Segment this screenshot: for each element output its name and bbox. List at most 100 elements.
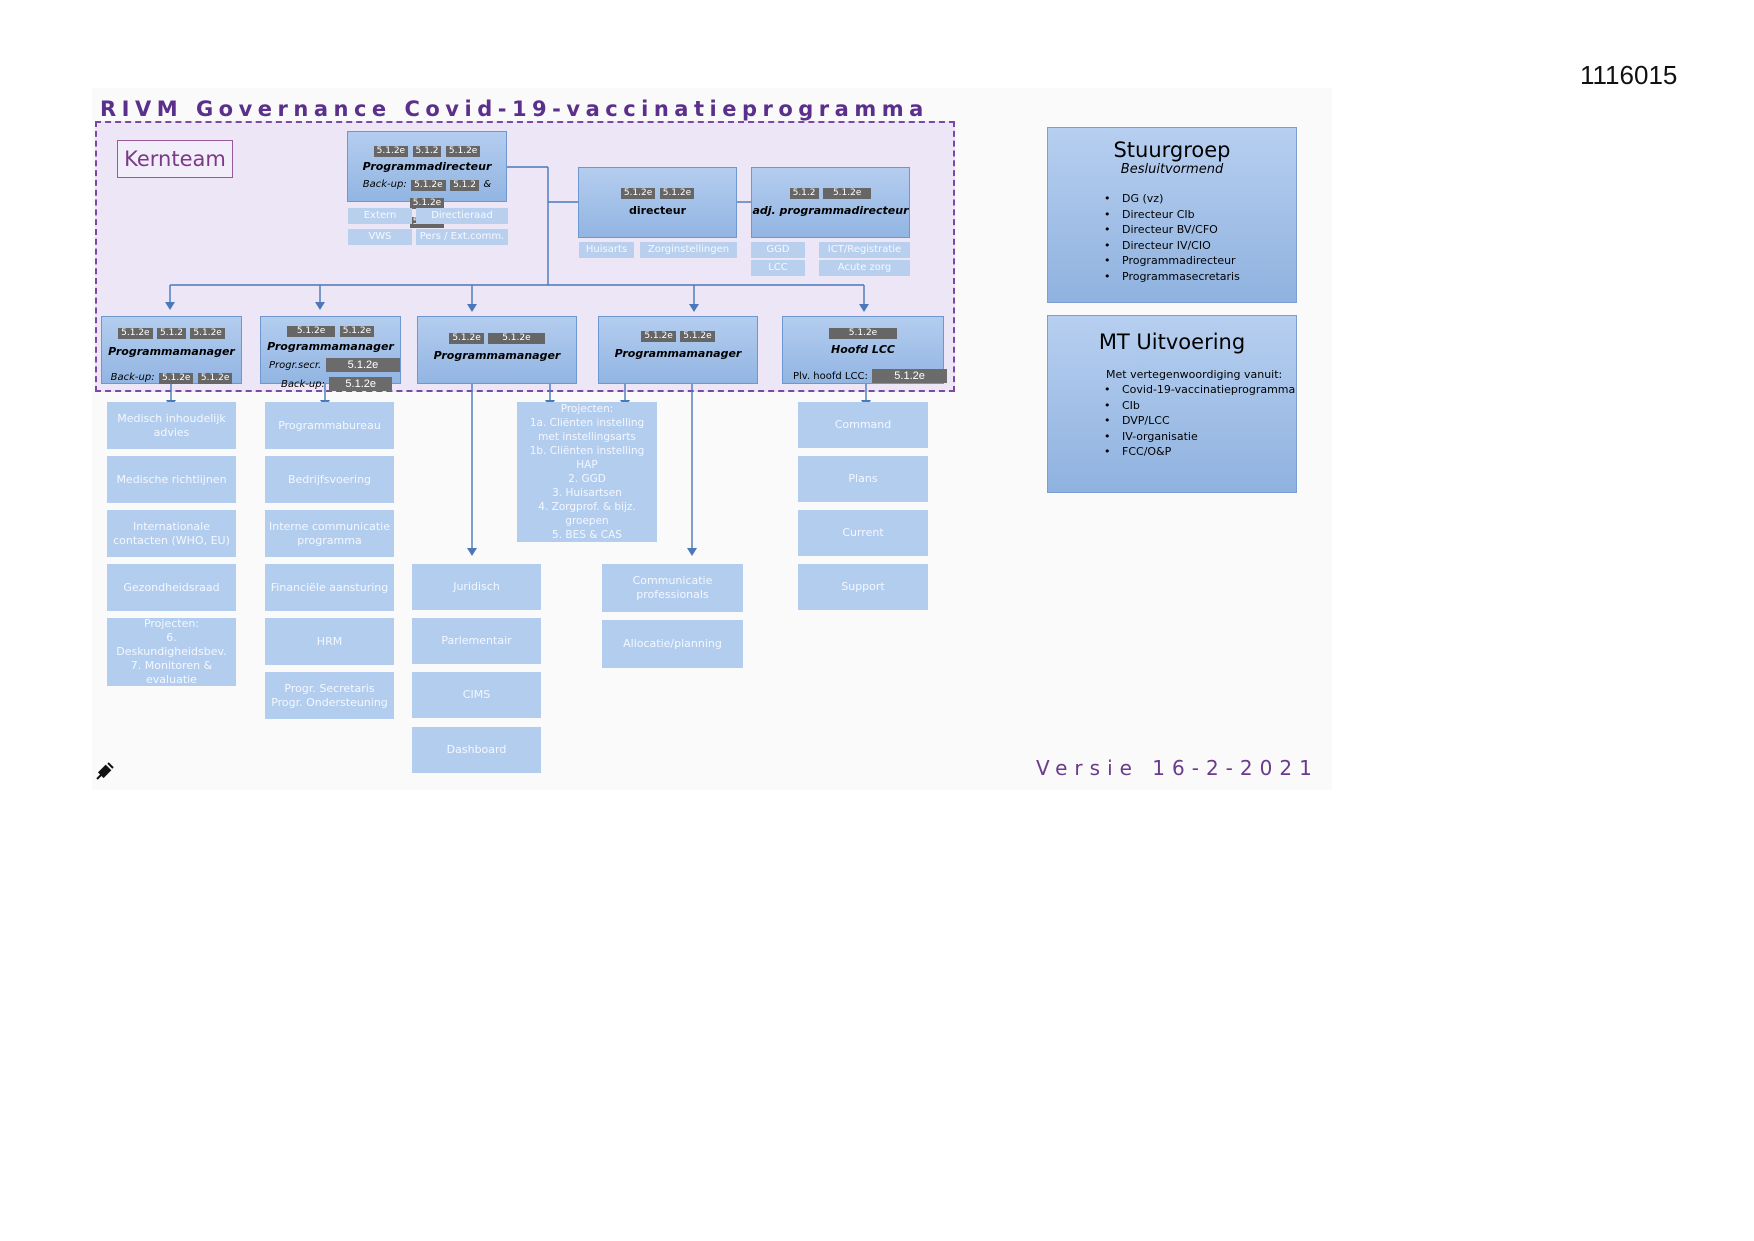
list-item: Covid-19-vaccinatieprogramma [1104,382,1296,398]
programmadirecteur-box: 5.1.2e 5.1.2 5.1.2e Programmadirecteur B… [347,131,507,228]
backup-label: Back-up: [362,179,407,190]
programmamanager-role: Programmamanager [614,347,742,360]
redaction-label: 5.1.2e [159,373,194,384]
list-item: Directeur IV/CIO [1104,238,1296,254]
programmamanager-box-4: 5.1.2e 5.1.2e Programmamanager [598,316,758,384]
redaction-label: 5.1.2e [872,369,947,383]
arrow-head [859,304,869,312]
programmamanager-role: Programmamanager [108,345,235,358]
backup-label: Back-up: [281,379,325,390]
subunit-medisch-inhoudelijk-advies: Medisch inhoudelijk advies [107,402,236,449]
chip-pers-ext-comm: Pers / Ext.comm. [416,229,508,245]
chip-acute-zorg: Acute zorg [819,260,910,276]
list-item: Programmadirecteur [1104,253,1296,269]
subunit-bedrijfsvoering: Bedrijfsvoering [265,456,394,503]
document-number: 1116015 [1580,60,1678,90]
plv-hoofd-label: Plv. hoofd LCC: [793,371,868,382]
list-item: DVP/LCC [1104,413,1296,429]
kernteam-label: Kernteam [117,140,233,178]
arrow-head [467,304,477,312]
redaction-label: 5.1.2 [450,180,479,191]
stuurgroep-subtitle: Besluitvormend [1120,162,1224,177]
redaction-label: 5.1.2e [411,180,446,191]
subunit-cims: CIMS [412,672,541,718]
subunit-interne-communicatie: Interne communicatie programma [265,510,394,557]
adj-programmadirecteur-box: 5.1.2 5.1.2e adj. programmadirecteur [751,167,910,238]
secretary-label: Progr.secr. [269,360,322,371]
subunit-juridisch: Juridisch [412,564,541,610]
chip-vws: VWS [348,229,412,245]
arrow-head [165,302,175,310]
chip-directieraad: Directieraad [416,208,508,224]
chip-zorginstellingen: Zorginstellingen [640,242,737,258]
stuurgroep-title: Stuurgroep [1113,138,1231,162]
redaction-label: 5.1.2e [680,331,715,342]
chip-huisarts: Huisarts [579,242,634,258]
subunit-projecten-6-7: Projecten: 6. Deskundigheidsbev. 7. Moni… [107,617,236,686]
list-item: CIb [1104,398,1296,414]
backup-label: Back-up: [110,372,155,383]
subunit-hrm: HRM [265,618,394,665]
list-item: Directeur BV/CFO [1104,222,1296,238]
chip-ict-registratie: ICT/Registratie [819,242,910,258]
arrow-head [467,548,477,556]
arrow-head [687,548,697,556]
ampersand: & [483,179,492,190]
redaction-label: 5.1.2e [329,377,392,391]
subunit-allocatie-planning: Allocatie/planning [602,620,743,668]
programmamanager-box-2: 5.1.2e 5.1.2e Programmamanager Progr.sec… [260,316,401,391]
subunit-financiele-aansturing: Financiële aansturing [265,564,394,611]
redaction-label: 5.1.2e [641,331,676,342]
mt-uitvoering-box: MT Uitvoering Met vertegenwoordiging van… [1047,315,1297,493]
version-label: Versie 16-2-2021 [1036,756,1319,780]
directeur-box: 5.1.2e 5.1.2e directeur [578,167,737,238]
list-item: Programmasecretaris [1104,269,1296,285]
redaction-label: 5.1.2e [488,333,545,344]
mt-uitvoering-title: MT Uitvoering [1098,330,1246,354]
redaction-label: 5.1.2e [620,188,656,199]
hoofd-lcc-role: Hoofd LCC [831,343,895,356]
redaction-label: 5.1.2 [789,188,819,199]
subunit-projecten-1-5: Projecten: 1a. Cliënten instelling met i… [517,402,657,542]
subunit-internationale-contacten: Internationale contacten (WHO, EU) [107,510,236,557]
redaction-label: 5.1.2e [822,188,872,199]
redaction-label: 5.1.2 [412,146,442,157]
subunit-medische-richtlijnen: Medische richtlijnen [107,456,236,503]
programmamanager-role: Programmamanager [433,349,561,362]
programmamanager-box-3: 5.1.2e 5.1.2e Programmamanager [417,316,577,384]
redaction-label: 5.1.2e [445,146,481,157]
subunit-gezondheidsraad: Gezondheidsraad [107,564,236,611]
redaction-label: 5.1.2e [339,326,375,337]
subunit-parlementair: Parlementair [412,618,541,664]
subunit-plans: Plans [798,456,928,502]
redaction-label: 5.1.2e [449,333,484,344]
subunit-support: Support [798,564,928,610]
diagram-title: RIVM Governance Covid-19-vaccinatieprogr… [100,97,929,121]
chip-ggd: GGD [751,242,805,258]
syringe-icon [96,762,114,780]
redaction-label: 5.1.2e [828,328,898,339]
programmadirecteur-role: Programmadirecteur [362,160,492,173]
redaction-label: 5.1.2e [286,326,336,337]
subunit-command: Command [798,402,928,448]
subunit-communicatie-professionals: Communicatie professionals [602,564,743,612]
list-item: DG (vz) [1104,191,1296,207]
directeur-role: directeur [628,204,687,217]
redaction-label: 5.1.2e [325,358,401,372]
adj-programmadirecteur-role: adj. programmadirecteur [752,204,909,217]
mt-uitvoering-list: Covid-19-vaccinatieprogramma CIb DVP/LCC… [1048,382,1296,460]
programmamanager-box-1: 5.1.2e 5.1.2 5.1.2e Programmamanager Bac… [101,316,242,384]
redaction-label: 5.1.2e [373,146,409,157]
subunit-current: Current [798,510,928,556]
list-item: FCC/O&P [1104,444,1296,460]
chip-extern: Extern [348,208,412,224]
redaction-label: 5.1.2e [659,188,695,199]
redaction-label: 5.1.2 [157,328,186,339]
hoofd-lcc-box: 5.1.2e Hoofd LCC Plv. hoofd LCC: 5.1.2e [782,316,947,384]
stuurgroep-list: DG (vz) Directeur CIb Directeur BV/CFO D… [1048,191,1296,284]
mt-uitvoering-intro: Met vertegenwoordiging vanuit: [1106,368,1283,381]
redaction-label: 5.1.2e [409,198,445,209]
list-item: IV-organisatie [1104,429,1296,445]
list-item: Directeur CIb [1104,207,1296,223]
stuurgroep-box: Stuurgroep Besluitvormend DG (vz) Direct… [1047,127,1297,303]
